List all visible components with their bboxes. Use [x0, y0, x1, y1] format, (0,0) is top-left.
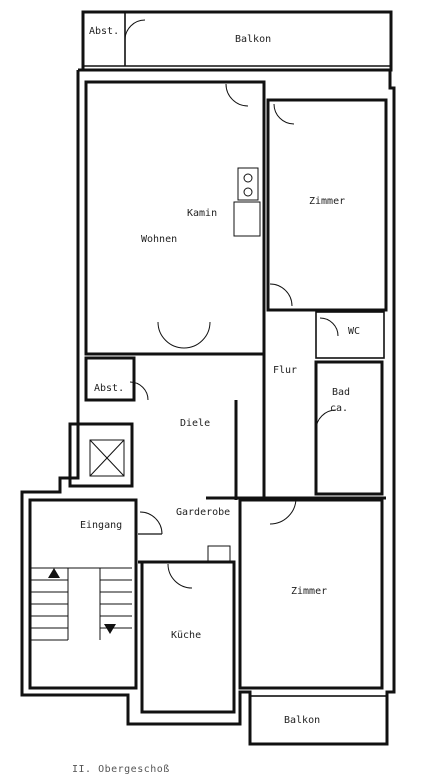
floor-caption: II. Obergeschoß: [72, 764, 170, 775]
label-eingang: Eingang: [80, 520, 123, 531]
exterior-walls: [20, 68, 396, 746]
interior-walls: [28, 80, 388, 745]
label-wohnen: Wohnen: [141, 234, 178, 245]
label-wc: WC: [348, 326, 361, 337]
doors: [129, 83, 339, 589]
door-arc: [124, 19, 146, 41]
label-abst-top: Abst.: [89, 26, 120, 37]
label-zimmer-bottom: Zimmer: [291, 586, 328, 597]
fireplace: [233, 167, 261, 237]
label-abst-mid: Abst.: [94, 383, 125, 394]
fixture: [207, 545, 231, 563]
label-zimmer-top: Zimmer: [309, 196, 346, 207]
label-diele: Diele: [180, 418, 211, 429]
label-balkon-top: Balkon: [235, 34, 272, 45]
label-kueche: Küche: [171, 630, 202, 641]
label-flur: Flur: [273, 365, 298, 376]
label-kamin: Kamin: [187, 208, 218, 219]
label-bad-sub: ca.: [330, 403, 349, 414]
staircase: [30, 567, 132, 641]
label-balkon-bottom: Balkon: [284, 715, 321, 726]
label-garderobe: Garderobe: [176, 507, 231, 518]
label-bad: Bad: [332, 387, 351, 398]
